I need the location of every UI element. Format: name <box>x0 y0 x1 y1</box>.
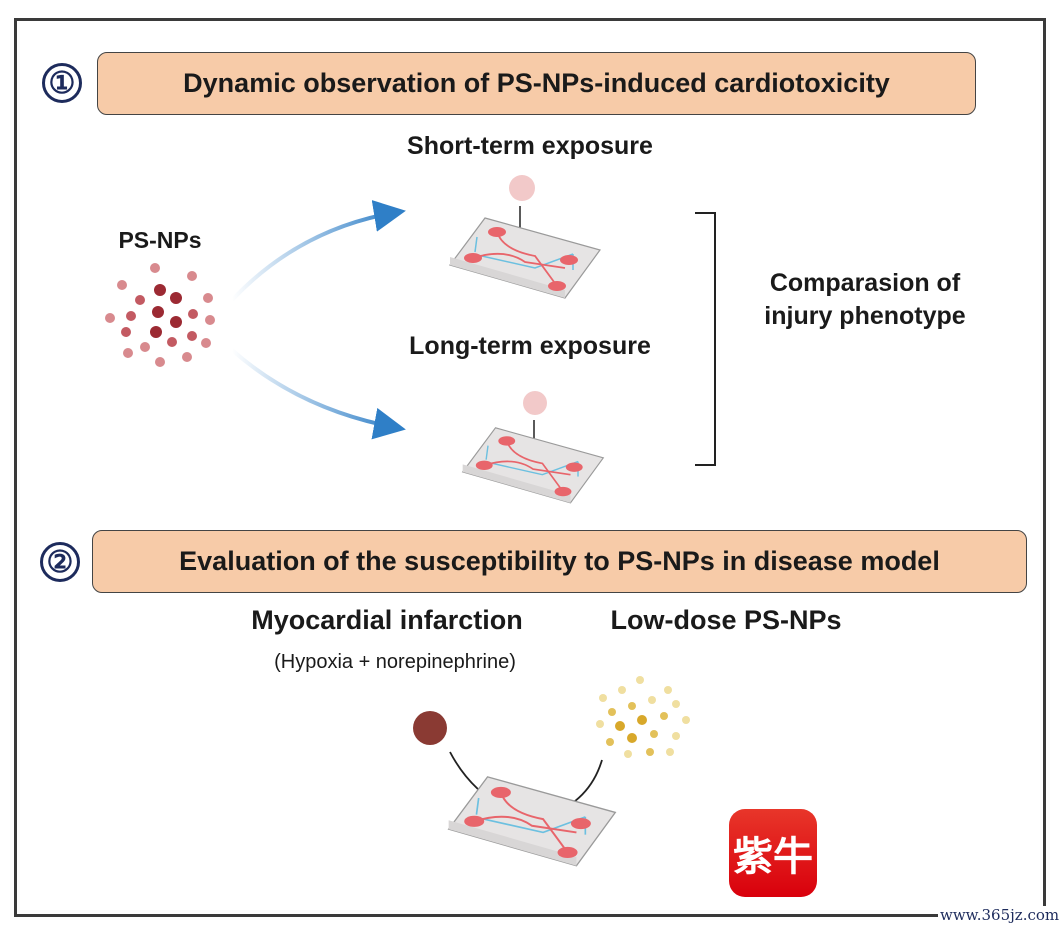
figure-frame <box>14 18 1046 917</box>
short-term-label: Short-term exposure <box>407 132 653 160</box>
organ-chip-short <box>449 217 601 299</box>
watermark: www.365jz.com <box>938 906 1062 924</box>
step-number-2: ② <box>40 542 80 582</box>
arrow-short-term <box>230 200 406 302</box>
low-dose-particles <box>596 676 690 758</box>
organ-chip-long <box>461 426 605 504</box>
bracket <box>695 212 716 466</box>
long-term-label: Long-term exposure <box>409 332 651 360</box>
ps-nps-label: PS-NPs <box>118 227 202 253</box>
myocardial-infarction-label: Myocardial infarction <box>251 605 523 635</box>
infarcted-spheroid-icon <box>413 711 447 745</box>
section2-title: Evaluation of the susceptibility to PS-N… <box>92 530 1027 593</box>
low-dose-label: Low-dose PS-NPs <box>610 605 842 635</box>
ps-nps-particles <box>105 263 215 367</box>
brand-logo: 紫牛 <box>729 809 817 897</box>
hypoxia-label: (Hypoxia + norepinephrine) <box>274 651 516 673</box>
comparison-label-line2: injury phenotype <box>764 302 966 330</box>
comparison-label-line1: Comparasion of <box>769 269 961 297</box>
step-number-1: ① <box>42 63 82 103</box>
arrow-long-term <box>230 348 406 440</box>
cell-spheroid-icon <box>509 175 535 201</box>
cell-spheroid-icon <box>523 391 547 415</box>
section1-title: Dynamic observation of PS-NPs-induced ca… <box>97 52 976 115</box>
organ-chip-disease <box>447 775 617 868</box>
